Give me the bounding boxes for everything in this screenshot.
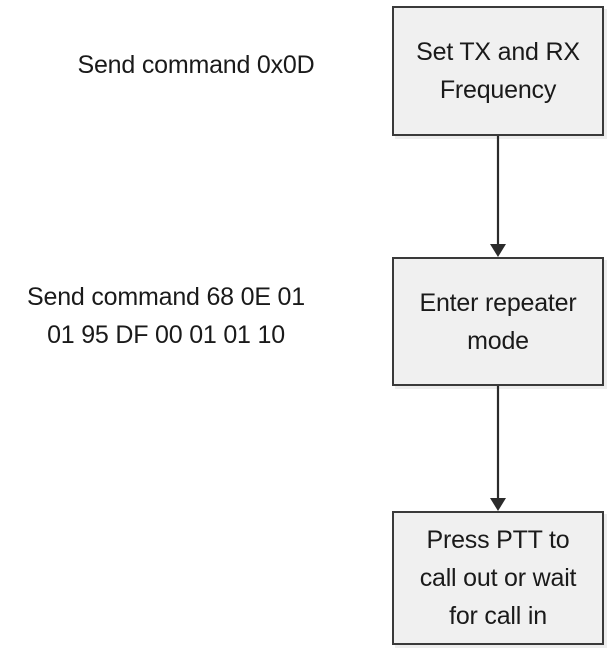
node-set-frequency[interactable]: Set TX and RX Frequency: [392, 6, 604, 136]
connector-enter-repeater-to-press-ptt: [488, 386, 508, 512]
node-press-ptt[interactable]: Press PTT to call out or wait for call i…: [392, 511, 604, 645]
node-enter-repeater-mode-label: Enter repeater mode: [419, 288, 577, 355]
connector-set-frequency-to-enter-repeater: [488, 136, 508, 258]
annotation-send-command-0x0d: Send command 0x0D: [77, 51, 315, 79]
node-enter-repeater-mode[interactable]: Enter repeater mode: [392, 257, 604, 386]
node-press-ptt-label: Press PTT to call out or wait for call i…: [419, 526, 577, 630]
arrow-down-icon: [490, 386, 506, 511]
node-set-frequency-label: Set TX and RX Frequency: [416, 38, 580, 104]
annotation-send-command-68-0e-01: Send command 68 0E 01 01 95 DF 00 01 01 …: [27, 283, 305, 349]
arrow-down-icon: [490, 136, 506, 257]
